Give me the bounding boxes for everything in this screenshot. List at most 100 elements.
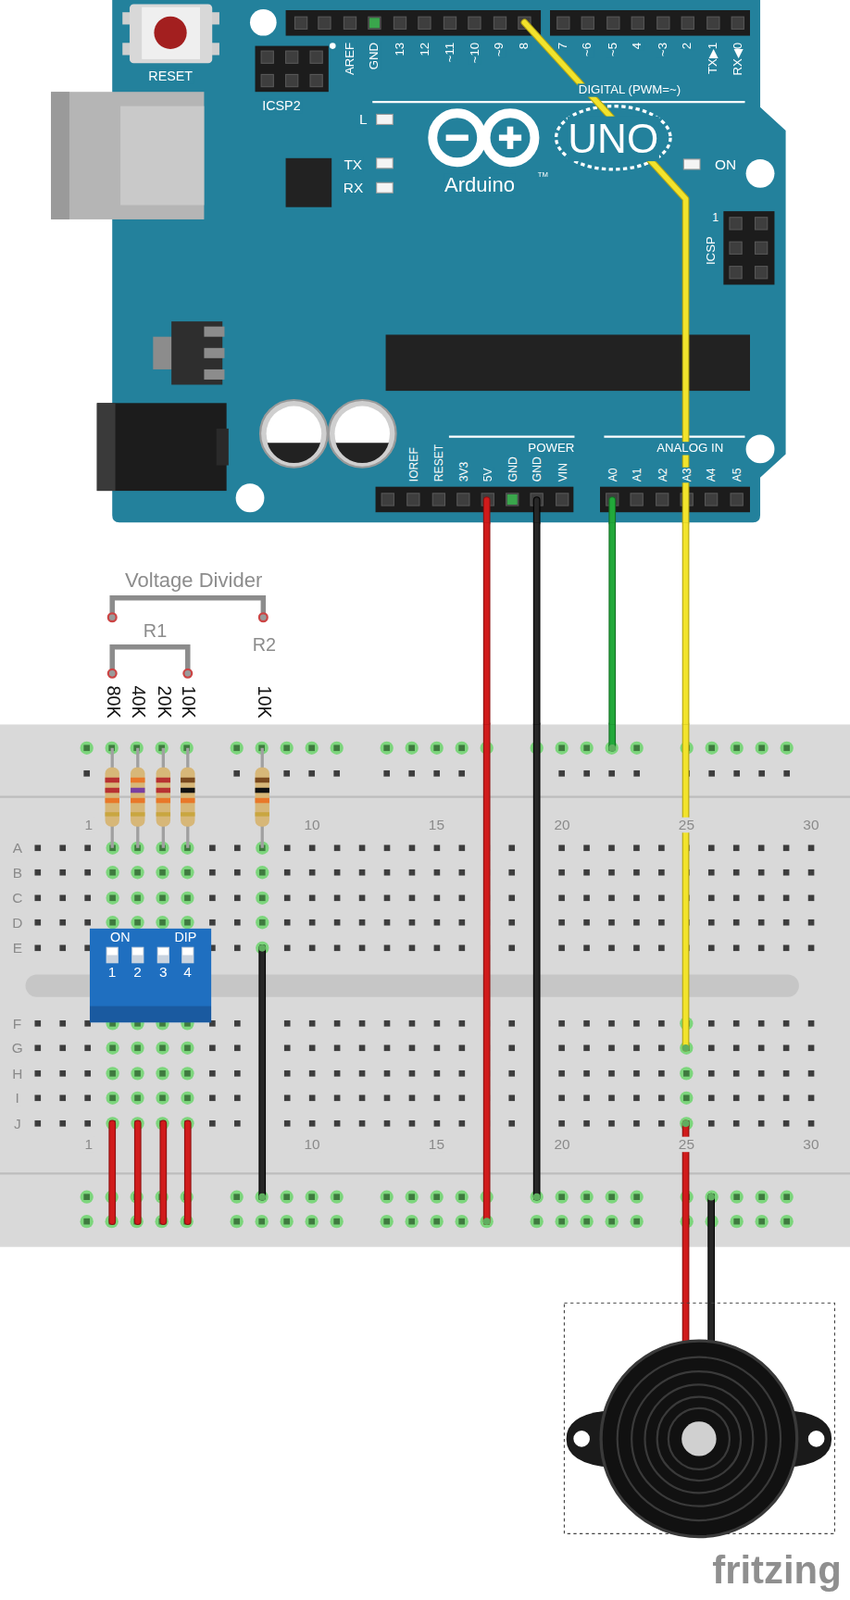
breadboard-hole [758,1094,765,1101]
breadboard-hole [808,1020,815,1027]
breadboard-hole [459,1094,466,1101]
breadboard-hole [583,1070,590,1077]
breadboard-hole [730,1190,744,1204]
header-pin [581,16,594,29]
breadboard-hole [309,1020,316,1027]
voltage-regulator [203,326,225,338]
breadboard-hole [633,1120,640,1127]
breadboard-hole [783,894,790,901]
breadboard-hole [359,869,366,876]
breadboard-hole [134,1070,141,1077]
breadboard-hole [109,1044,116,1051]
breadboard-hole [783,1218,790,1225]
breadboard-hole [658,944,665,951]
breadboard-hole [755,741,769,755]
breadboard-index: G [11,1040,25,1057]
jumper-wire [533,500,541,523]
status-led [376,182,394,193]
pin-label: 4 [630,40,645,50]
breadboard-hole [459,1020,466,1027]
breadboard-hole [434,1044,441,1051]
breadboard-hole [733,1070,740,1077]
capacitor [260,400,397,468]
arduino-logo [446,134,469,141]
breadboard-hole [180,915,194,929]
breadboard-index: 1 [83,816,94,833]
jumper-wire [484,724,490,1222]
breadboard-hole [758,919,765,926]
breadboard-hole [380,741,394,755]
jumper-wire [683,1123,689,1343]
resistor [180,777,195,784]
header-pin [656,493,669,506]
jumper-wire [682,1123,690,1343]
breadboard-hole [59,894,66,901]
breadboard-hole [233,1193,240,1200]
breadboard-hole [558,1070,565,1077]
breadboard-hole [608,869,615,876]
breadboard-hole [284,944,291,951]
breadboard-hole [733,844,740,851]
breadboard-hole [155,891,169,905]
breadboard-hole [408,744,415,751]
breadboard-hole [234,1094,241,1101]
breadboard-hole [733,744,740,751]
breadboard-hole [334,894,341,901]
pin-label: L [358,112,369,128]
breadboard-hole [384,894,391,901]
resistor [156,767,171,827]
breadboard-hole [483,1218,490,1225]
pin-label: 13 [393,40,408,57]
wire-end [258,1193,266,1201]
breadboard-hole [708,869,715,876]
piezo-buzzer [563,1302,835,1537]
breadboard-hole [180,891,194,905]
breadboard-hole [434,894,441,901]
breadboard-hole [308,1218,315,1225]
pin-label: VIN [556,462,569,483]
header-pin [607,16,620,29]
header-pin [731,16,744,29]
pin-label: Arduino [443,173,516,196]
jumper-wire [112,1123,188,1222]
breadboard-hole [84,919,91,926]
breadboard-hole [384,944,391,951]
breadboard-hole [383,1218,390,1225]
breadboard-hole [433,770,440,777]
breadboard-hole [233,770,240,777]
resistor [156,798,171,804]
resistor [105,798,120,804]
pin-label: ICSP [704,235,719,266]
breadboard-hole [758,1218,765,1225]
breadboard-hole [359,1020,366,1027]
breadboard-hole [455,1190,469,1204]
header-pin [707,16,720,29]
breadboard-hole [359,1070,366,1077]
header-pin [468,16,481,29]
breadboard-hole [184,1070,191,1077]
breadboard-hole [180,1066,194,1080]
pin-label: DIGITAL (PWM=~) [577,83,682,98]
breadboard-hole [580,1190,594,1204]
breadboard-hole [630,1214,644,1228]
breadboard-hole [455,1214,469,1228]
pin-label: A1 [630,466,643,483]
piezo-buzzer [808,1430,825,1448]
breadboard [0,1172,850,1175]
header-pin [631,16,644,29]
breadboard-hole [558,894,565,901]
resistor [156,812,171,816]
breadboard-hole [433,1193,440,1200]
breadboard-hole [633,1020,640,1027]
resistor [255,777,270,784]
breadboard-hole [808,1094,815,1101]
breadboard-hole [808,919,815,926]
breadboard-hole [433,744,440,751]
breadboard-hole [783,919,790,926]
header-pin [407,493,420,506]
mounting-hole [250,9,277,37]
breadboard-hole [305,1214,319,1228]
breadboard-hole [383,1193,390,1200]
breadboard-hole [59,1120,66,1127]
